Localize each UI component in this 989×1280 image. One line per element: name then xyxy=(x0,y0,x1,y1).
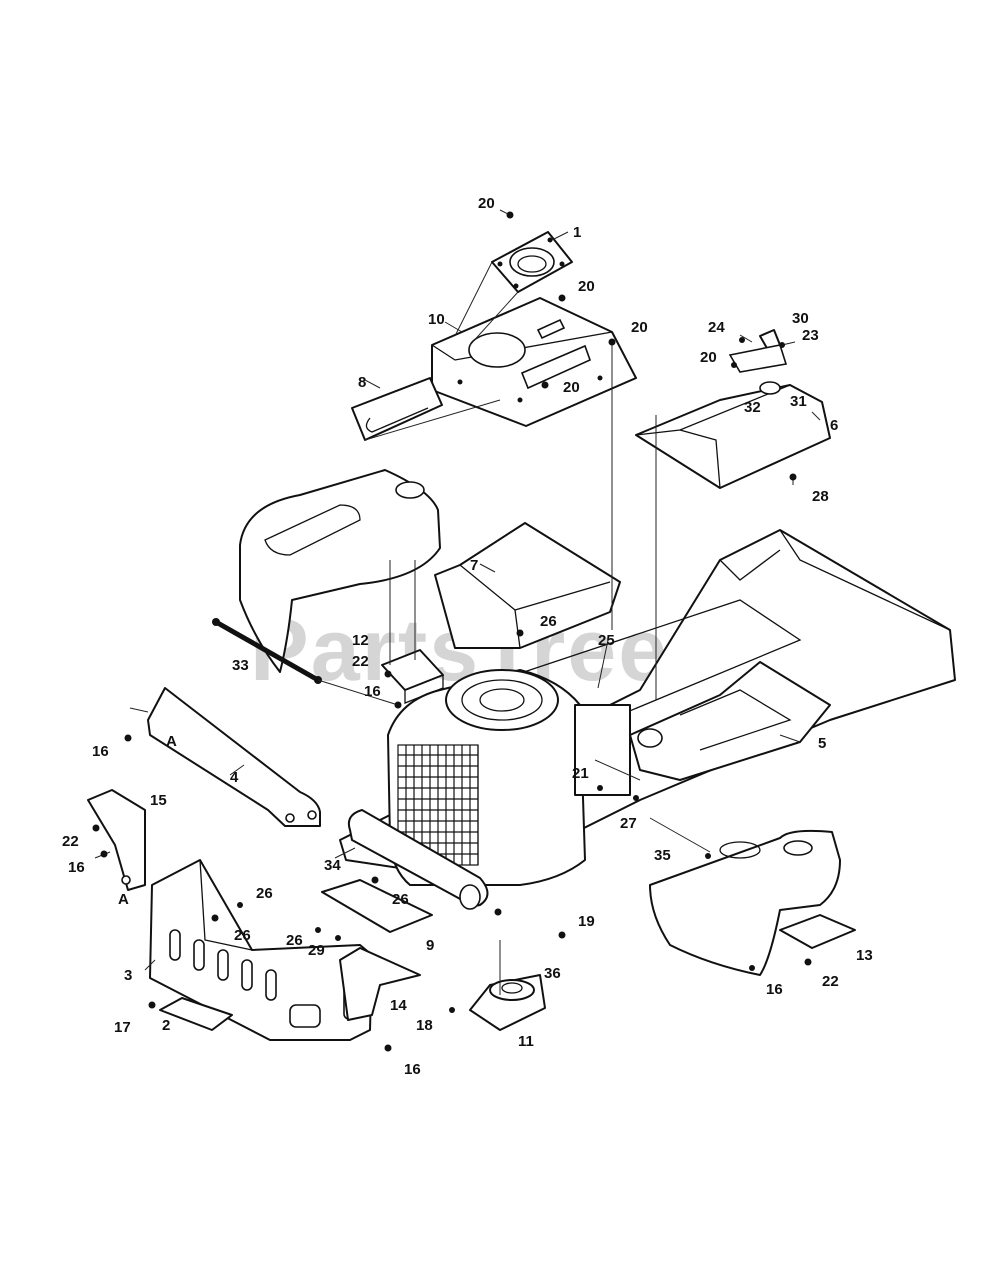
part-8-plate xyxy=(351,377,443,441)
callout-29: 29 xyxy=(308,942,325,959)
callout-6: 6 xyxy=(830,417,838,434)
callout-19: 19 xyxy=(578,913,595,930)
callout-26: 26 xyxy=(286,932,303,949)
callout-33: 33 xyxy=(232,657,249,674)
callout-16: 16 xyxy=(364,683,381,700)
callout-16: 16 xyxy=(766,981,783,998)
callout-3: 3 xyxy=(124,967,132,984)
part-7-bracket xyxy=(434,522,621,649)
callout-20: 20 xyxy=(631,319,648,336)
callout-28: 28 xyxy=(812,488,829,505)
callout-12: 12 xyxy=(352,632,369,649)
part-36-pulley xyxy=(469,974,546,1031)
fasteners xyxy=(92,211,812,1052)
callout-26: 26 xyxy=(256,885,273,902)
callout-27: 27 xyxy=(620,815,637,832)
part-9-cross-plate xyxy=(321,879,433,933)
callout-15: 15 xyxy=(150,792,167,809)
callout-13: 13 xyxy=(856,947,873,964)
callout-8: 8 xyxy=(358,374,366,391)
callout-20: 20 xyxy=(700,349,717,366)
callout-26: 26 xyxy=(392,891,409,908)
right-fender xyxy=(649,829,841,976)
part-5-footrest xyxy=(629,661,831,781)
part-12-bracket xyxy=(381,649,444,704)
bumper-slots xyxy=(169,929,277,1001)
callout-31: 31 xyxy=(790,393,807,410)
callout-5: 5 xyxy=(818,735,826,752)
callout-35: 35 xyxy=(654,847,671,864)
callout-18: 18 xyxy=(416,1017,433,1034)
part-4-tie-bar xyxy=(147,687,321,827)
callout-1: 1 xyxy=(573,224,581,241)
callout-22: 22 xyxy=(352,653,369,670)
callout-21: 21 xyxy=(572,765,589,782)
bumper-slot xyxy=(241,959,253,991)
callout-24: 24 xyxy=(708,319,725,336)
part-10-dash-panel xyxy=(431,297,637,427)
callout-26: 26 xyxy=(234,927,251,944)
callout-labels: 20 1 20 10 20 8 20 24 30 23 20 32 31 6 2… xyxy=(62,195,873,1078)
callout-22: 22 xyxy=(822,973,839,990)
callout-10: 10 xyxy=(428,311,445,328)
callout-25: 25 xyxy=(598,632,615,649)
callout-34: 34 xyxy=(324,857,341,874)
callout-9: 9 xyxy=(426,937,434,954)
callout-26: 26 xyxy=(540,613,557,630)
callout-17: 17 xyxy=(114,1019,131,1036)
callout-7: 7 xyxy=(470,557,478,574)
callout-20: 20 xyxy=(478,195,495,212)
callout-32: 32 xyxy=(744,399,761,416)
callout-14: 14 xyxy=(390,997,407,1014)
callout-20: 20 xyxy=(563,379,580,396)
callout-22: 22 xyxy=(62,833,79,850)
engine xyxy=(387,669,631,886)
part-1-steering-boot xyxy=(491,231,573,293)
part-15-bracket xyxy=(87,789,146,891)
callout-4: 4 xyxy=(230,769,239,786)
leader-lines xyxy=(94,209,821,995)
part-2-bracket xyxy=(159,997,233,1031)
callout-30: 30 xyxy=(792,310,809,327)
part-34-muffler xyxy=(347,809,489,910)
callout-11: 11 xyxy=(518,1033,534,1050)
part-14-bracket xyxy=(339,947,421,1021)
callout-2: 2 xyxy=(162,1017,170,1034)
callout-a: A xyxy=(166,733,177,750)
part-13-plate xyxy=(779,914,856,949)
bumper-slot xyxy=(217,949,229,981)
bumper-slot xyxy=(265,969,277,1001)
callout-36: 36 xyxy=(544,965,561,982)
callout-16: 16 xyxy=(404,1061,421,1078)
callout-20: 20 xyxy=(578,278,595,295)
callout-16: 16 xyxy=(92,743,109,760)
bumper-slot xyxy=(193,939,205,971)
bumper-slot xyxy=(169,929,181,961)
callout-23: 23 xyxy=(802,327,819,344)
callout-16: 16 xyxy=(68,859,85,876)
part-6-rear-cover xyxy=(635,329,831,489)
left-fender xyxy=(239,469,441,673)
callout-a: A xyxy=(118,891,129,908)
